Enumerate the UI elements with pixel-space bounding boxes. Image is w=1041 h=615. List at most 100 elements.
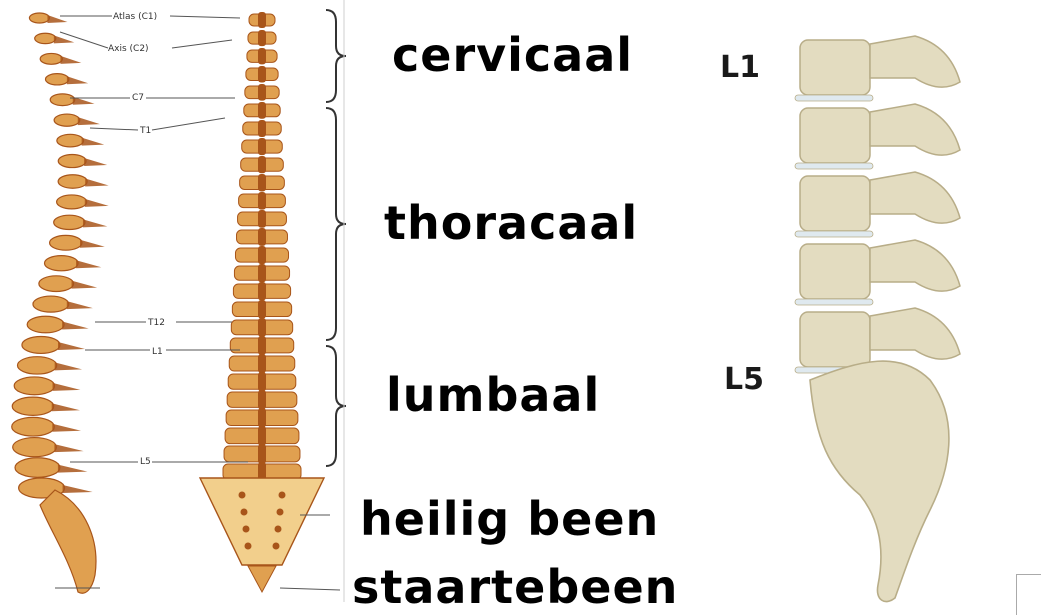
lumbar-vertebra-body	[800, 40, 870, 95]
posterior-spinous-process	[258, 228, 266, 246]
lumbar-vertebra-body	[800, 176, 870, 231]
posterior-spinous-process	[258, 264, 266, 282]
side-vertebra-body	[58, 155, 86, 168]
posterior-spinous-process	[258, 426, 266, 446]
side-vertebra-body	[58, 175, 87, 188]
side-spinous-process	[60, 56, 81, 64]
side-spinous-process	[54, 35, 74, 43]
leader-line	[170, 16, 240, 18]
side-vertebra-body	[22, 336, 60, 353]
posterior-spinous-process	[258, 390, 266, 409]
page-corner-frame	[1016, 574, 1041, 615]
leader-line	[152, 118, 225, 130]
lumbar-vertebra-body	[800, 108, 870, 163]
lumbar-vertebra-body	[800, 312, 870, 367]
cervical-region-label: cervicaal	[392, 28, 633, 82]
posterior-spinous-process	[258, 372, 266, 391]
posterior-spinous-process	[258, 336, 266, 355]
leader-line	[90, 128, 138, 130]
posterior-spinous-process	[258, 120, 266, 137]
side-spinous-process	[85, 199, 109, 207]
side-spinous-process	[83, 219, 107, 227]
side-vertebra-body	[45, 256, 79, 271]
posterior-spinous-process	[258, 156, 266, 173]
sacral-foramen	[245, 543, 252, 550]
sacral-foramen	[239, 492, 246, 499]
side-vertebra-body	[15, 458, 60, 478]
lumbar-top-marker: L1	[720, 50, 760, 85]
lumbar-sacrum-illustration	[795, 36, 960, 602]
side-spinous-process	[72, 281, 98, 289]
intervertebral-disc	[795, 95, 873, 101]
t1-label: T1	[139, 126, 151, 136]
intervertebral-disc	[795, 163, 873, 169]
side-vertebra-body	[29, 13, 49, 23]
side-vertebra-body	[13, 438, 57, 457]
posterior-spinous-process	[258, 354, 266, 373]
posterior-spinous-process	[258, 30, 266, 46]
lumbar-posterior-process	[870, 172, 960, 223]
side-vertebra-body	[39, 276, 74, 292]
side-spinous-process	[82, 138, 105, 146]
side-spinous-process	[67, 301, 93, 309]
side-spinous-process	[55, 362, 82, 370]
side-spinous-process	[76, 260, 101, 268]
side-vertebra-body	[45, 74, 68, 85]
side-vertebra-body	[54, 114, 80, 126]
side-vertebra-body	[50, 94, 75, 106]
side-spinous-process	[54, 444, 83, 452]
side-vertebra-body	[50, 235, 82, 250]
lumbar-posterior-process	[870, 240, 960, 291]
side-spinous-process	[78, 117, 100, 125]
region-bracket	[326, 346, 346, 466]
l5-label: L5	[140, 457, 151, 467]
side-spinous-process	[52, 424, 81, 432]
intervertebral-disc	[795, 231, 873, 237]
lumbar-posterior-process	[870, 36, 960, 87]
sacral-foramen	[275, 526, 282, 533]
axis-label: Axis (C2)	[108, 44, 149, 54]
t12-label: T12	[147, 318, 165, 328]
coccyx-label: staartebeen	[352, 560, 678, 614]
region-brackets	[326, 0, 346, 602]
side-vertebra-body	[57, 134, 84, 147]
side-spinous-process	[67, 76, 88, 84]
posterior-spinous-process	[258, 210, 266, 228]
posterior-spinous-process	[258, 174, 266, 191]
thoracic-region-label: thoracaal	[384, 196, 638, 250]
sacral-foramen	[277, 509, 284, 516]
side-vertebra-body	[17, 357, 56, 374]
posterior-spinous-process	[258, 84, 266, 101]
side-spinous-process	[53, 383, 81, 391]
side-spinous-process	[85, 178, 108, 186]
side-spinous-process	[63, 485, 93, 493]
posterior-spinous-process	[258, 66, 266, 82]
side-vertebra-body	[12, 417, 55, 436]
posterior-coccyx	[248, 566, 276, 592]
posterior-spinous-process	[258, 282, 266, 300]
posterior-spinous-process	[258, 246, 266, 264]
posterior-spinous-process	[258, 444, 266, 464]
side-view-spine	[12, 13, 109, 593]
sacral-foramen	[243, 526, 250, 533]
posterior-spinous-process	[258, 408, 266, 428]
lumbar-region-label: lumbaal	[386, 368, 600, 422]
posterior-spinous-process	[258, 138, 266, 155]
side-spinous-process	[80, 240, 105, 248]
sacral-foramen	[273, 543, 280, 550]
sacral-foramen	[241, 509, 248, 516]
posterior-sacrum	[200, 478, 324, 565]
lumbar-posterior-process	[870, 308, 960, 359]
intervertebral-disc	[795, 299, 873, 305]
side-vertebra-body	[27, 316, 64, 333]
lateral-sacrum	[810, 361, 949, 601]
sacrum-label: heilig been	[360, 492, 659, 546]
side-vertebra-body	[35, 33, 56, 43]
c7-label: C7	[132, 93, 144, 103]
side-vertebra-body	[54, 215, 85, 229]
posterior-spinous-process	[258, 300, 266, 319]
side-spinous-process	[58, 465, 88, 473]
side-vertebra-body	[57, 195, 87, 209]
side-vertebra-body	[33, 296, 69, 312]
leader-line	[60, 32, 108, 48]
